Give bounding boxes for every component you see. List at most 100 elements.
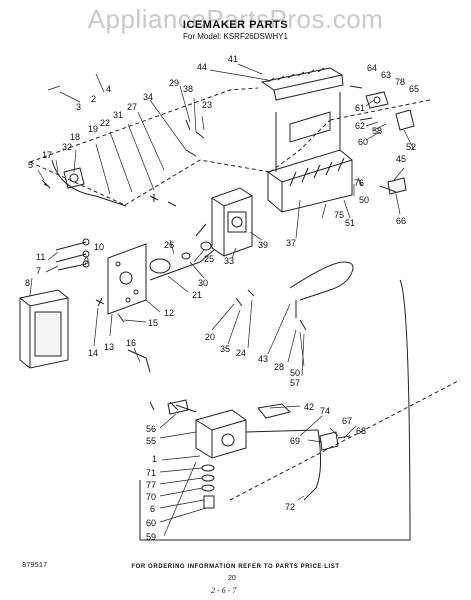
callout-label: 16 [126, 338, 136, 348]
callout-label: 14 [88, 348, 98, 358]
callout-label: 52 [406, 142, 416, 152]
diagram-code: 879517 [22, 562, 48, 570]
wire-connectors [55, 238, 90, 271]
wire-harness-2 [149, 249, 215, 281]
callout-label: 12 [164, 308, 174, 318]
callout-label: 68 [356, 426, 366, 436]
callout-label: 77 [146, 480, 156, 490]
screws [41, 85, 397, 331]
callout-label: 76 [354, 178, 364, 188]
callout-label: 22 [100, 118, 110, 128]
control-housing-part [211, 187, 253, 257]
callout-label: 3 [76, 102, 81, 112]
dash-line-mid [124, 159, 271, 206]
callout-label: 25 [204, 254, 214, 264]
valve-fittings [201, 403, 291, 509]
callout-label: 34 [143, 92, 153, 102]
callout-label: 30 [198, 278, 208, 288]
callout-label: 15 [148, 318, 158, 328]
callout-labels: 41 44 64 63 78 6 5 4 2 3 29 38 23 34 27 3… [25, 54, 419, 542]
callout-label: 45 [396, 154, 406, 164]
ice-maker-body [267, 92, 353, 213]
callout-label: 50 [359, 195, 369, 205]
watermark-text: AppliancePartsPros.com [87, 4, 384, 34]
callout-label: 38 [183, 84, 193, 94]
callout-label: 78 [395, 77, 405, 87]
callout-label: 62 [355, 121, 365, 131]
callout-label: 20 [205, 332, 215, 342]
callout-label: 60 [358, 137, 368, 147]
callout-label: 58 [372, 126, 382, 136]
tube-connector-part [319, 431, 351, 451]
water-valve-part [169, 401, 319, 459]
callout-label: 63 [381, 70, 391, 80]
callout-label: 59 [146, 532, 156, 542]
dash-line-right [269, 119, 331, 173]
callout-label: 43 [258, 354, 268, 364]
dash-line-bottom-right [329, 99, 431, 121]
callout-label: 55 [146, 436, 156, 446]
callout-label: 51 [345, 218, 355, 228]
callout-label: 5 [28, 160, 33, 170]
callout-label: 4 [106, 84, 111, 94]
callout-label: 67 [342, 416, 352, 426]
callout-label: 28 [274, 362, 284, 372]
callout-label: 23 [202, 100, 212, 110]
callout-label: 70 [146, 492, 156, 502]
fill-tube-part [289, 261, 354, 318]
icemaker-cover-part [19, 289, 69, 369]
callout-label: 50 [290, 368, 300, 378]
callout-label: 8 [25, 278, 30, 288]
callout-label: 1 [152, 454, 157, 464]
page-title: ICEMAKER PARTS [182, 19, 289, 31]
callout-label: 2 [91, 94, 96, 104]
page-number: 20 [228, 575, 236, 582]
callout-label: 74 [320, 406, 330, 416]
callout-label: 41 [228, 54, 238, 64]
ice-stripper-part [260, 67, 344, 101]
callout-label: 72 [285, 502, 295, 512]
callout-label: 64 [367, 63, 377, 73]
callout-label: 35 [220, 344, 230, 354]
callout-label: 10 [94, 242, 104, 252]
revision-mark: 2-6-7 [211, 586, 239, 595]
callout-label: 32 [62, 142, 72, 152]
callout-label: 60 [146, 518, 156, 528]
ordering-note: FOR ORDERING INFORMATION REFER TO PARTS … [131, 564, 340, 570]
callout-label: 61 [355, 103, 365, 113]
callout-label: 66 [396, 216, 406, 226]
callout-label: 37 [286, 238, 296, 248]
heater-wire [127, 349, 151, 373]
callout-label: 17 [42, 150, 52, 160]
callout-label: 7 [36, 266, 41, 276]
callout-label: 9 [84, 256, 89, 266]
callout-label: 39 [258, 240, 268, 250]
callout-label: 29 [169, 78, 179, 88]
callout-label: 11 [36, 252, 45, 262]
callout-label: 31 [113, 110, 123, 120]
water-line-2 [303, 429, 322, 501]
callout-label: 42 [304, 402, 314, 412]
callout-label: 18 [70, 132, 80, 142]
callout-label: 69 [290, 436, 300, 446]
dash-line-lower [229, 379, 461, 501]
callout-label: 6 [150, 504, 155, 514]
callout-label: 13 [104, 342, 114, 352]
callout-label: 71 [146, 468, 156, 478]
callout-label: 57 [290, 378, 300, 388]
solenoid-connector [149, 399, 189, 415]
callout-label: 24 [236, 348, 246, 358]
callout-label: 27 [127, 102, 137, 112]
dash-line-left [29, 161, 126, 206]
outlet-fitting-part [387, 177, 407, 195]
water-line [139, 279, 411, 541]
callout-label: 56 [146, 424, 156, 434]
wire-harness [51, 159, 127, 207]
callout-label: 44 [197, 62, 207, 72]
model-subtitle: For Model: KSRF26DSWHY1 [183, 32, 288, 41]
callout-label: 26 [164, 240, 174, 250]
motor-gear-part [149, 223, 212, 274]
mounting-plate-part [107, 243, 147, 315]
callout-label: 33 [224, 256, 234, 266]
